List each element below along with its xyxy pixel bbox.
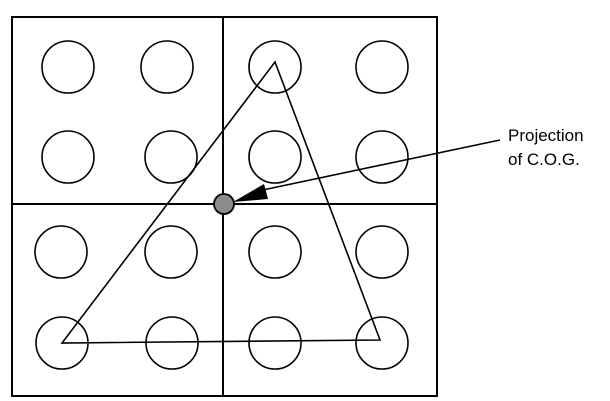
grid-circle-r3-c3 (248, 225, 302, 279)
grid-circle-r2-c1 (41, 130, 95, 184)
grid-circle-r1-c3 (248, 40, 302, 94)
annotation-line2: of C.O.G. (508, 150, 580, 169)
grid-circle-r4-c4 (355, 316, 409, 370)
grid-circle-r4-c2 (145, 316, 199, 370)
grid-circle-r3-c1 (34, 225, 88, 279)
grid-circle-r1-c1 (41, 40, 95, 94)
circle-grid (34, 40, 409, 370)
grid-circle-r4-c3 (248, 316, 302, 370)
outer-frame (11, 16, 438, 397)
annotation-line1: Projection (508, 126, 584, 145)
grid-circle-r3-c2 (144, 225, 198, 279)
grid-circle-r1-c4 (355, 40, 409, 94)
grid-circle-r3-c4 (355, 225, 409, 279)
grid-circle-r2-c2 (144, 130, 198, 184)
arrowhead (233, 184, 268, 202)
grid-circle-r2-c4 (355, 130, 409, 184)
grid-circle-r1-c2 (140, 40, 194, 94)
leader-line (257, 139, 501, 192)
cog-marker (213, 193, 235, 215)
grid-circle-r2-c3 (248, 130, 302, 184)
support-triangle (60, 60, 382, 344)
